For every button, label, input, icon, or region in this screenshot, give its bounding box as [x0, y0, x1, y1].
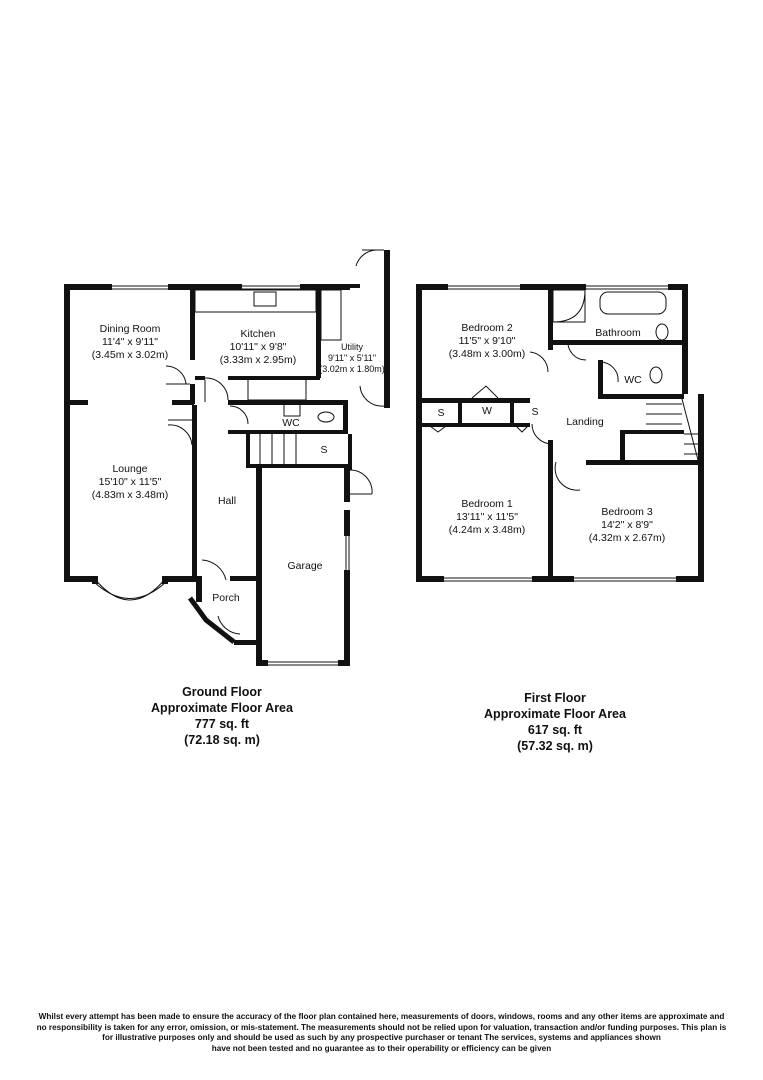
ground-floor-sqm: (72.18 sq. m) [184, 733, 260, 747]
utility-metric: (3.02m x 1.80m) [319, 364, 385, 374]
disclaimer-line-2: no responsibility is taken for any error… [36, 1022, 727, 1032]
first-wc-name: WC [624, 374, 642, 386]
utility-name: Utility [341, 342, 363, 352]
disclaimer: Whilst every attempt has been made to en… [10, 1012, 753, 1054]
hall-name: Hall [218, 495, 236, 507]
first-floor-sqm: (57.32 sq. m) [517, 739, 593, 753]
first-floor-summary: First Floor Approximate Floor Area 617 s… [445, 690, 665, 754]
utility-imperial: 9'11" x 5'11" [328, 353, 376, 363]
ground-floor-sqft: 777 sq. ft [194, 717, 250, 731]
first-store-2-name: S [531, 406, 538, 418]
lounge-name: Lounge [112, 463, 147, 475]
disclaimer-line-4: have not been tested and no guarantee as… [211, 1043, 552, 1053]
lounge-metric: (4.83m x 3.48m) [92, 489, 168, 501]
first-floor-sqft: 617 sq. ft [527, 723, 583, 737]
disclaimer-line-1: Whilst every attempt has been made to en… [38, 1012, 725, 1021]
first-floor-plan [416, 284, 704, 582]
ground-floor-subtitle: Approximate Floor Area [151, 701, 293, 715]
first-floor-title: First Floor [524, 691, 586, 705]
bedroom-2-imperial: 11'5" x 9'10" [459, 335, 516, 347]
garage-name: Garage [287, 560, 322, 572]
ground-wc-name: WC [282, 417, 300, 429]
bedroom-2-name: Bedroom 2 [461, 322, 513, 334]
bathroom-name: Bathroom [595, 327, 641, 339]
lounge-imperial: 15'10" x 11'5" [99, 476, 162, 488]
ground-floor-title: Ground Floor [182, 685, 262, 699]
bedroom-2-metric: (3.48m x 3.00m) [449, 348, 525, 360]
bedroom-3-imperial: 14'2" x 8'9" [601, 519, 653, 531]
first-floor-subtitle: Approximate Floor Area [484, 707, 626, 721]
dining-room-name: Dining Room [100, 323, 161, 335]
bedroom-1-metric: (4.24m x 3.48m) [449, 524, 525, 536]
dining-room-metric: (3.45m x 3.02m) [92, 349, 168, 361]
kitchen-imperial: 10'11" x 9'8" [230, 341, 287, 353]
wardrobe-name: W [482, 405, 492, 417]
disclaimer-line-3: for illustrative purposes only and shoul… [102, 1033, 661, 1042]
bedroom-3-name: Bedroom 3 [601, 506, 653, 518]
landing-name: Landing [566, 416, 604, 428]
dining-room-imperial: 11'4" x 9'11" [102, 336, 158, 348]
ground-floor-plan [64, 249, 390, 666]
ground-store-name: S [320, 444, 327, 456]
bedroom-1-imperial: 13'11" x 11'5" [456, 511, 518, 523]
ground-floor-summary: Ground Floor Approximate Floor Area 777 … [112, 684, 332, 748]
floor-plan-drawing: Dining Room 11'4" x 9'11" (3.45m x 3.02m… [64, 249, 704, 666]
bedroom-3-metric: (4.32m x 2.67m) [589, 532, 665, 544]
porch-name: Porch [212, 592, 240, 604]
first-store-1-name: S [437, 407, 444, 419]
kitchen-name: Kitchen [240, 328, 275, 340]
kitchen-metric: (3.33m x 2.95m) [220, 354, 296, 366]
bedroom-1-name: Bedroom 1 [461, 498, 513, 510]
